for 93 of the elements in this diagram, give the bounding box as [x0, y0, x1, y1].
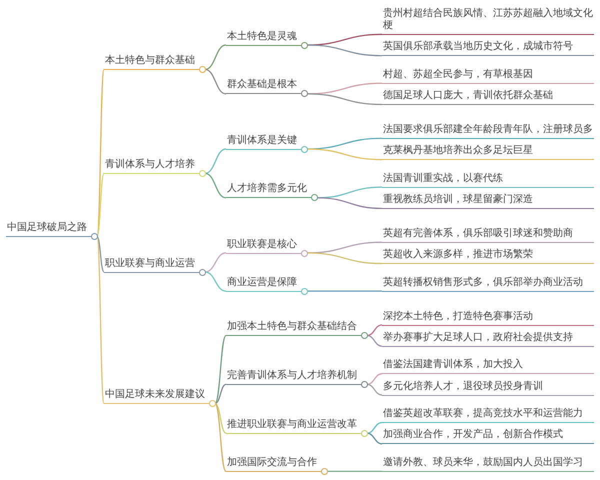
topic-text: 贵州村超结合民族风情、江苏苏超融入地域文化梗 [383, 8, 594, 32]
branch-line [316, 197, 382, 210]
leaf-node [382, 145, 594, 160]
branch-line [204, 172, 226, 198]
topic-text: 克莱枫丹基地培养出众多足坛巨星 [383, 145, 533, 158]
topic-text: 多元化培养人才，退役球员投身青训 [383, 380, 543, 393]
leaf-node [382, 228, 594, 243]
topic-text: 德国足球人口庞大，青训依托群众基础 [383, 90, 553, 102]
branch-line [366, 432, 382, 444]
leaf-node [382, 194, 594, 210]
topic-node [226, 30, 308, 46]
branch-line [306, 242, 382, 254]
leaf-node [382, 408, 594, 424]
leaf-node [382, 276, 594, 292]
topic-node [226, 134, 308, 150]
topic-text: 借鉴法国建青训体系，加大投入 [383, 359, 523, 372]
branch-line [366, 324, 382, 336]
topic-text: 职业联赛与商业运营 [105, 258, 195, 270]
topic-node [226, 321, 368, 336]
topic-text: 青训体系是关键 [227, 134, 297, 147]
topic-text: 青训体系与人才培养 [105, 158, 195, 171]
leaf-node [382, 310, 594, 326]
leaf-node [382, 359, 594, 374]
topic-text: 中国足球破局之路 [7, 222, 87, 234]
branch-line [96, 173, 104, 237]
branch-line [96, 236, 105, 404]
topic-node [104, 389, 216, 404]
topic-text: 英超有完善体系，俱乐部吸引球迷和赞助商 [383, 228, 573, 240]
topic-text: 群众基础是根本 [227, 79, 297, 92]
topic-text: 深挖本土特色，打造特色赛事活动 [383, 310, 533, 323]
branch-line [306, 252, 382, 264]
branch-line [214, 403, 226, 472]
leaf-node [382, 457, 594, 472]
topic-text: 法国青训重实战，以赛代练 [383, 172, 503, 185]
leaf-node [382, 380, 594, 396]
leaf-node [382, 41, 594, 56]
leaf-node [382, 429, 594, 444]
branch-line [366, 384, 382, 396]
topic-text: 完善青训体系与人才培养机制 [227, 370, 357, 382]
leaf-node [382, 90, 594, 106]
branch-line [204, 44, 226, 70]
topic-node [104, 258, 206, 273]
topic-node [226, 418, 368, 434]
branch-line [214, 384, 226, 404]
branch-line [306, 93, 382, 106]
branch-line [96, 236, 104, 272]
branch-line [366, 422, 382, 434]
topic-text: 本土特色与群众基础 [105, 55, 195, 68]
topic-text: 加强商业合作，开发产品，创新合作模式 [383, 429, 563, 442]
topic-node [104, 158, 206, 174]
branch-line [366, 373, 382, 385]
topic-node [104, 55, 206, 70]
leaf-node [382, 124, 594, 139]
topic-text: 英超转播权销售形式多，俱乐部举办商业活动 [383, 276, 583, 289]
topic-text: 借鉴英超改革联赛，提高竞技水平和运营能力 [383, 408, 583, 420]
leaf-node [382, 68, 594, 84]
branch-line [307, 290, 382, 292]
branch-line [204, 148, 226, 174]
topic-node [226, 370, 368, 385]
topic-text: 英超收入来源多样，推进市场繁荣 [383, 249, 533, 262]
branch-line [204, 68, 226, 94]
topic-node [226, 276, 308, 292]
branch-line [306, 44, 382, 56]
branch-line [306, 148, 382, 160]
topic-text: 英国俱乐部承载当地历史文化，成城市符号 [383, 41, 573, 54]
branch-line [366, 334, 382, 347]
branch-line [327, 470, 382, 472]
topic-text: 本土特色是灵魂 [227, 30, 297, 43]
topic-text: 商业运营是保障 [227, 276, 297, 289]
leaf-node [382, 332, 594, 347]
topic-text: 村超、苏超全民参与，有草根基因 [383, 68, 533, 81]
leaf-node [382, 249, 594, 264]
topic-node [226, 79, 308, 94]
branch-line [214, 402, 226, 434]
topic-text: 中国足球未来发展建议 [105, 389, 205, 402]
topic-node [226, 238, 308, 254]
topic-text: 法国要求俱乐部建全年龄段青年队，注册球员多 [383, 124, 593, 136]
topic-text: 邀请外教、球员来华，鼓励国内人员出国学习 [383, 457, 583, 469]
topic-text: 重视教练员培训，球星留豪门深造 [383, 194, 533, 206]
topic-text: 人才培养需多元化 [227, 183, 307, 196]
branch-line [204, 271, 226, 292]
topic-text: 加强本土特色与群众基础结合 [227, 321, 357, 334]
topic-text: 举办赛事扩大足球人口，政府社会提供支持 [383, 332, 573, 344]
leaf-node [382, 172, 594, 188]
topic-text: 加强国际交流与合作 [227, 457, 317, 469]
topic-node [226, 183, 318, 198]
topic-text: 职业联赛是核心 [227, 238, 297, 250]
topic-text: 推进职业联赛与商业运营改革 [227, 418, 357, 431]
branch-line [214, 335, 226, 404]
branch-line [204, 252, 226, 273]
topic-node [226, 457, 328, 472]
topic-node [6, 222, 98, 238]
branch-line [306, 82, 382, 94]
